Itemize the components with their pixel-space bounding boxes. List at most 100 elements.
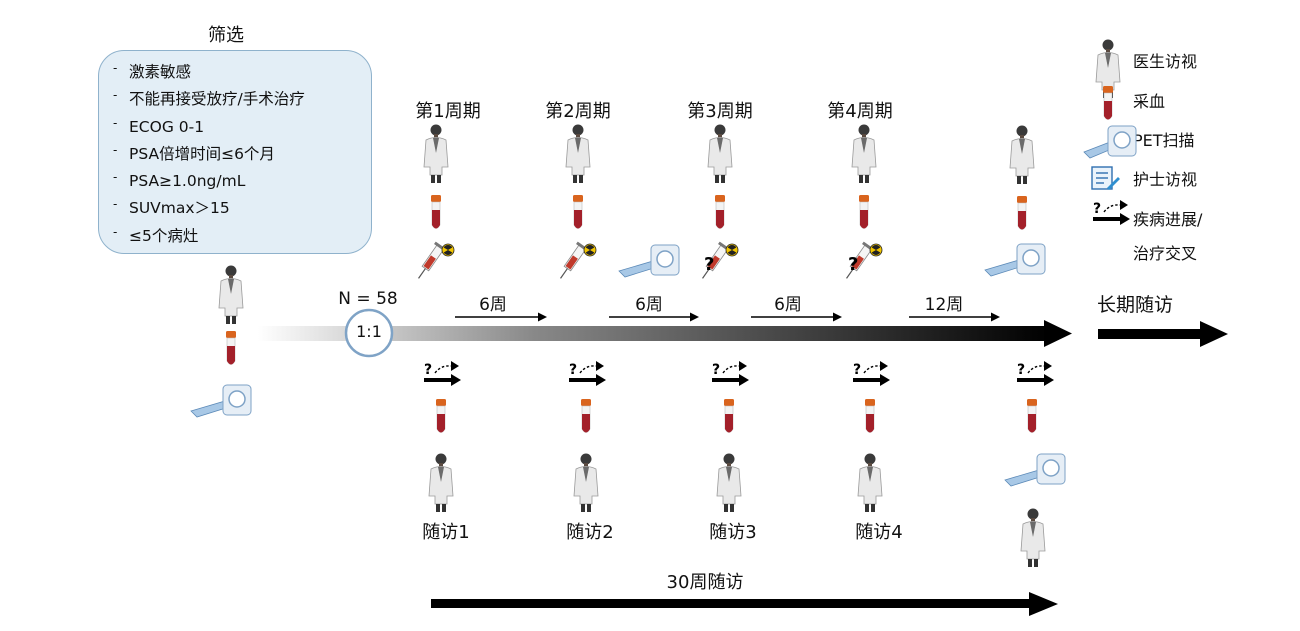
criteria-text: 不能再接受放疗/手术治疗 bbox=[129, 90, 305, 109]
doctor-icon bbox=[423, 124, 449, 183]
randomization-n-label: N = 58 bbox=[338, 289, 398, 309]
progression-icon: ? bbox=[712, 361, 749, 386]
syringe-icon bbox=[560, 241, 597, 279]
followup-label-3: 随访3 bbox=[709, 522, 757, 543]
criteria-item: -激素敏感 bbox=[113, 59, 305, 86]
interval-arrow-3 bbox=[751, 312, 842, 322]
randomization-ratio: 1:1 bbox=[356, 322, 382, 341]
screening-title: 筛选 bbox=[208, 25, 244, 46]
long-term-arrow-bar bbox=[1098, 329, 1202, 339]
doctor-icon bbox=[218, 265, 244, 324]
interval-arrow-1 bbox=[455, 312, 547, 322]
followup-duration-label: 30周随访 bbox=[666, 572, 744, 593]
progression-icon: ? bbox=[1017, 361, 1054, 386]
interval-label-3: 6周 bbox=[774, 295, 802, 315]
blood-tube-icon bbox=[573, 195, 583, 229]
nurse-visit-icon bbox=[1091, 166, 1120, 190]
legend-doctor-visit: 医生访视 bbox=[1133, 52, 1198, 71]
svg-text:?: ? bbox=[704, 254, 714, 275]
doctor-icon bbox=[851, 124, 877, 183]
doctor-icon bbox=[565, 124, 591, 183]
dash-bullet: - bbox=[113, 197, 118, 212]
followup-label-1: 随访1 bbox=[422, 522, 470, 543]
legend-progression-line1: 疾病进展/ bbox=[1133, 210, 1203, 229]
interval-arrow-4 bbox=[909, 312, 1000, 322]
svg-text:?: ? bbox=[424, 362, 432, 378]
criteria-item: -≤5个病灶 bbox=[113, 223, 305, 250]
blood-tube-icon bbox=[581, 399, 591, 433]
progression-icon: ? bbox=[424, 361, 461, 386]
criteria-item: -PSA≥1.0ng/mL bbox=[113, 168, 305, 195]
svg-text:?: ? bbox=[569, 362, 577, 378]
doctor-icon bbox=[1009, 125, 1035, 184]
followup-arrow-bar bbox=[431, 599, 1031, 608]
blood-tube-icon bbox=[715, 195, 725, 229]
blood-tube-icon bbox=[431, 195, 441, 229]
legend-progression-line2: 治疗交叉 bbox=[1133, 244, 1198, 263]
syringe-icon: ? bbox=[702, 241, 739, 279]
progression-icon: ? bbox=[853, 361, 890, 386]
criteria-item: -ECOG 0-1 bbox=[113, 114, 305, 141]
progression-icon: ? bbox=[569, 361, 606, 386]
pet-scanner-icon bbox=[984, 243, 1046, 277]
blood-tube-icon bbox=[226, 331, 236, 365]
main-timeline-arrowhead bbox=[1044, 320, 1072, 347]
blood-tube-icon bbox=[1017, 196, 1027, 230]
svg-text:?: ? bbox=[1093, 201, 1101, 217]
dash-bullet: - bbox=[113, 88, 118, 103]
followup-arrowhead bbox=[1029, 592, 1058, 616]
blood-tube-icon bbox=[1027, 399, 1037, 433]
followup-label-2: 随访2 bbox=[566, 522, 614, 543]
criteria-text: 激素敏感 bbox=[129, 63, 192, 81]
blood-tube-icon bbox=[724, 399, 734, 433]
dash-bullet: - bbox=[113, 142, 118, 157]
long-term-followup-label: 长期随访 bbox=[1097, 294, 1174, 316]
syringe-icon: ? bbox=[846, 241, 883, 279]
cycle-label-2: 第2周期 bbox=[545, 101, 611, 122]
doctor-icon bbox=[707, 124, 733, 183]
legend-blood-draw: 采血 bbox=[1133, 92, 1166, 111]
criteria-list: -激素敏感-不能再接受放疗/手术治疗-ECOG 0-1-PSA倍增时间≤6个月-… bbox=[113, 59, 305, 250]
syringe-icon bbox=[418, 241, 455, 279]
long-term-arrowhead bbox=[1200, 321, 1228, 347]
blood-tube-icon bbox=[1103, 86, 1113, 120]
followup-label-4: 随访4 bbox=[855, 522, 903, 543]
criteria-text: ECOG 0-1 bbox=[129, 117, 205, 136]
interval-label-1: 6周 bbox=[479, 295, 507, 315]
interval-label-4: 12周 bbox=[924, 295, 964, 315]
dash-bullet: - bbox=[113, 170, 118, 185]
interval-arrow-2 bbox=[609, 312, 699, 322]
pet-scanner-icon bbox=[190, 384, 252, 418]
legend-pet-scan: PET扫描 bbox=[1133, 131, 1195, 150]
criteria-item: -SUVmax＞15 bbox=[113, 195, 305, 222]
dash-bullet: - bbox=[113, 115, 118, 130]
criteria-item: -不能再接受放疗/手术治疗 bbox=[113, 86, 305, 113]
blood-tube-icon bbox=[436, 399, 446, 433]
randomization-circle bbox=[344, 308, 394, 358]
svg-text:?: ? bbox=[1017, 362, 1025, 378]
dash-bullet: - bbox=[113, 224, 118, 239]
legend-nurse-visit: 护士访视 bbox=[1133, 170, 1198, 189]
interval-label-2: 6周 bbox=[635, 295, 663, 315]
criteria-text: ≤5个病灶 bbox=[129, 226, 199, 245]
blood-tube-icon bbox=[859, 195, 869, 229]
svg-text:?: ? bbox=[712, 362, 720, 378]
pet-scanner-icon bbox=[1004, 453, 1066, 487]
progression-icon: ? bbox=[1093, 200, 1130, 225]
blood-tube-icon bbox=[865, 399, 875, 433]
criteria-text: SUVmax＞15 bbox=[129, 199, 230, 218]
main-timeline-bar bbox=[258, 326, 1050, 341]
pet-scanner-icon bbox=[1083, 125, 1137, 159]
doctor-icon bbox=[857, 453, 883, 512]
doctor-icon bbox=[716, 453, 742, 512]
dash-bullet: - bbox=[113, 61, 118, 75]
doctor-icon bbox=[428, 453, 454, 512]
svg-text:?: ? bbox=[853, 362, 861, 378]
pet-scanner-icon bbox=[618, 244, 680, 278]
screening-criteria-box: -激素敏感-不能再接受放疗/手术治疗-ECOG 0-1-PSA倍增时间≤6个月-… bbox=[98, 50, 372, 254]
criteria-text: PSA倍增时间≤6个月 bbox=[129, 144, 275, 163]
criteria-text: PSA≥1.0ng/mL bbox=[129, 172, 246, 191]
doctor-icon bbox=[573, 453, 599, 512]
